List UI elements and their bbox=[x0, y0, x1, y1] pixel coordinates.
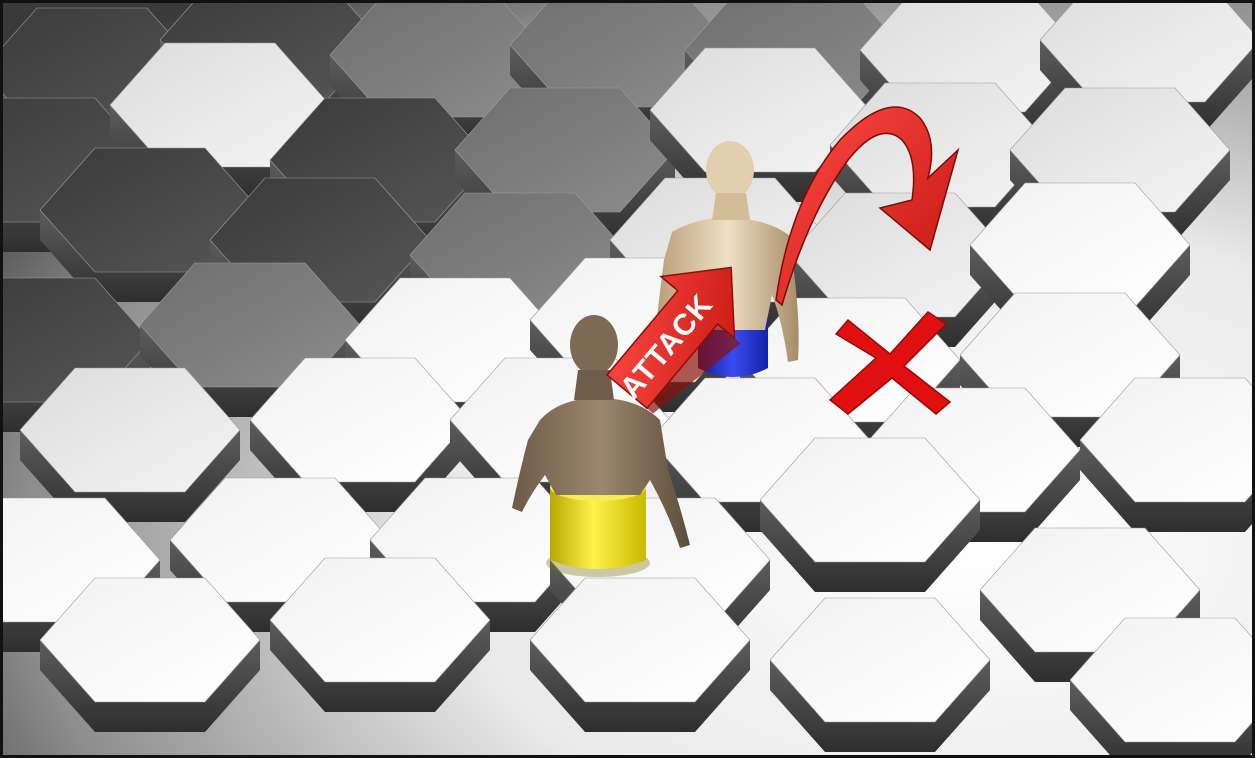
enemy-neck bbox=[712, 193, 750, 220]
hex-tile[interactable] bbox=[759, 437, 981, 563]
player-head bbox=[570, 315, 618, 375]
hex-tile-side bbox=[530, 640, 750, 732]
hex-tile-side bbox=[40, 640, 260, 732]
blocked-x-icon bbox=[828, 311, 952, 415]
hex-tile-side bbox=[770, 660, 990, 752]
player-neck bbox=[574, 370, 614, 400]
hex-tile-side bbox=[1070, 680, 1255, 758]
player-base bbox=[550, 487, 646, 569]
hex-tile[interactable] bbox=[1079, 377, 1255, 503]
hex-tile[interactable] bbox=[19, 367, 241, 493]
player-figure bbox=[512, 398, 690, 548]
hex-tile-side bbox=[1080, 440, 1255, 532]
hex-tile-side bbox=[760, 500, 980, 592]
hex-tile-side bbox=[270, 620, 490, 712]
hex-tile[interactable] bbox=[39, 577, 261, 703]
curved-move-arrow-icon bbox=[775, 106, 960, 307]
hex-tile[interactable] bbox=[769, 597, 991, 723]
hex-tile[interactable] bbox=[269, 557, 491, 683]
hex-tile[interactable] bbox=[529, 577, 751, 703]
hex-tile[interactable] bbox=[1069, 617, 1255, 743]
player-unit[interactable] bbox=[512, 315, 690, 577]
enemy-head bbox=[706, 141, 754, 199]
